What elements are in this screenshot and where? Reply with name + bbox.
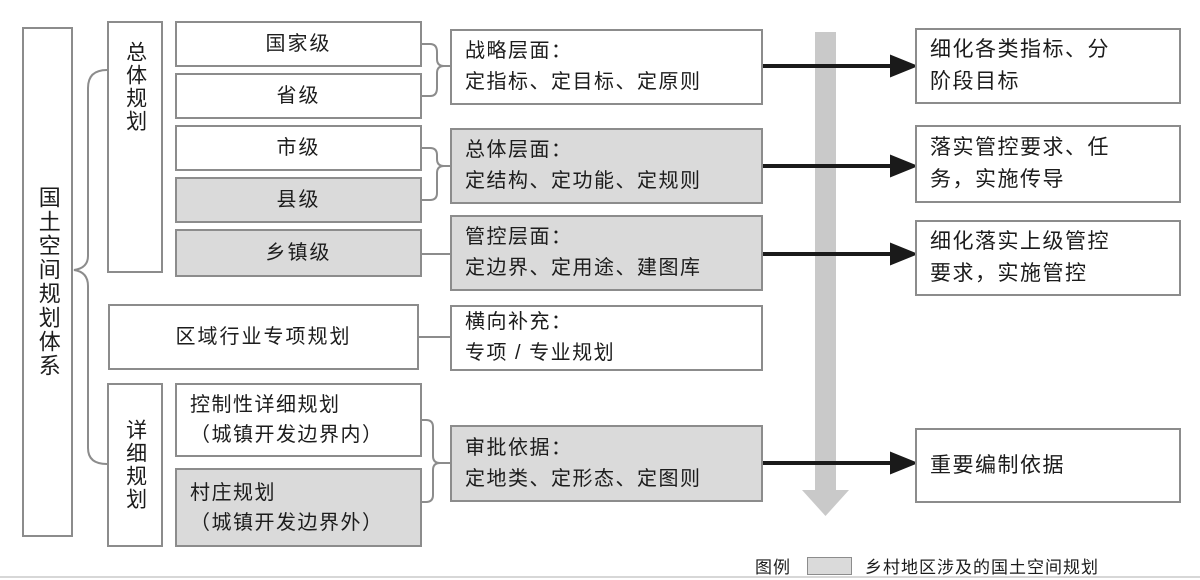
group-overall-planning-box: 总体规划 <box>107 21 163 273</box>
root-system-box: 国土空间规划体系 <box>22 27 73 537</box>
phase-strategic-box: 战略层面： 定指标、定目标、定原则 <box>450 29 763 105</box>
level-township-box: 乡镇级 <box>175 229 422 277</box>
outcome-implement-control-box: 落实管控要求、任 务，实施传导 <box>915 125 1181 203</box>
village-plan-box: 村庄规划 （城镇开发边界外） <box>175 468 422 547</box>
legend-title: 图例 <box>755 558 791 577</box>
group-detailed-planning-box: 详细规划 <box>107 383 163 547</box>
level-municipal-box: 市级 <box>175 125 422 171</box>
level-provincial-box: 省级 <box>175 73 422 119</box>
outcome-key-compilation-basis-box: 重要编制依据 <box>915 428 1181 503</box>
outcome-refine-upper-control-box: 细化落实上级管控 要求，实施管控 <box>915 220 1181 296</box>
regulatory-detailed-plan-box: 控制性详细规划 （城镇开发边界内） <box>175 383 422 457</box>
phase-approval-basis-box: 审批依据： 定地类、定形态、定图则 <box>450 425 763 502</box>
phase-horizontal-supplement-box: 横向补充： 专项 / 专业规划 <box>450 305 763 371</box>
outcome-refine-indicators-box: 细化各类指标、分 阶段目标 <box>915 28 1181 104</box>
regional-special-planning-box: 区域行业专项规划 <box>108 304 419 370</box>
root-brace-connector <box>73 69 108 465</box>
legend-highlight-swatch <box>807 556 852 575</box>
page-bottom-rule <box>0 576 1200 578</box>
phase-overall-box: 总体层面： 定结构、定功能、定规则 <box>450 128 763 204</box>
level-braces-connectors <box>419 43 450 503</box>
level-national-box: 国家级 <box>175 21 422 67</box>
phase-control-box: 管控层面： 定边界、定用途、建图库 <box>450 215 763 291</box>
downward-flow-arrow-icon <box>802 32 849 516</box>
level-county-box: 县级 <box>175 177 422 223</box>
outcome-arrow-icons <box>763 54 919 475</box>
legend: 图例 乡村地区涉及的国土空间规划 <box>755 553 1099 578</box>
legend-label: 乡村地区涉及的国土空间规划 <box>865 558 1099 577</box>
